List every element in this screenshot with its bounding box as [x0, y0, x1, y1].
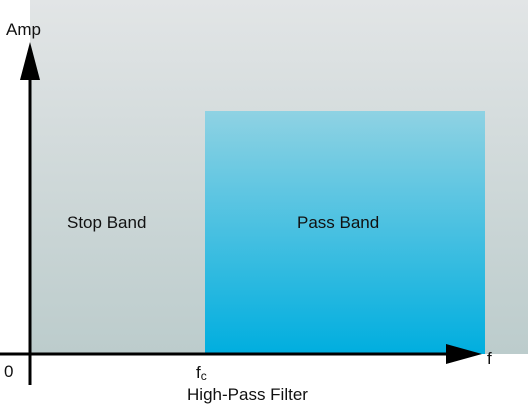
- stop-band-label: Stop Band: [67, 213, 147, 232]
- cutoff-frequency-subscript: c: [200, 369, 207, 383]
- x-axis-label: f: [487, 349, 492, 368]
- diagram-caption: High-Pass Filter: [187, 385, 308, 404]
- pass-band-label: Pass Band: [297, 213, 380, 232]
- cutoff-frequency-base: f: [196, 363, 201, 382]
- cutoff-frequency-label: fc: [196, 363, 207, 383]
- y-axis-arrowhead: [20, 42, 40, 80]
- origin-label: 0: [4, 362, 14, 381]
- x-axis-arrowhead: [446, 344, 482, 364]
- pass-band-region: [205, 111, 485, 354]
- y-axis-label: Amp: [6, 20, 41, 39]
